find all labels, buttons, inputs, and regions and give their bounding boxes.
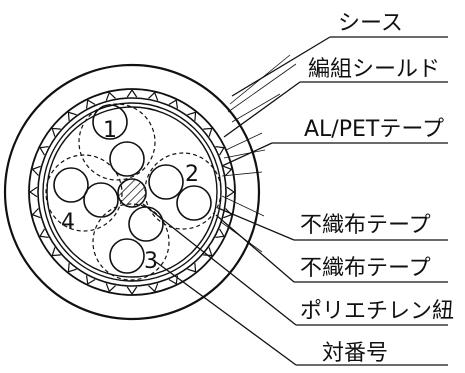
braid-mark	[223, 165, 233, 176]
leader-nonwoven-2	[215, 214, 295, 283]
cable-cross-section: 1 2 3 4	[3, 63, 261, 321]
braid-mark	[203, 127, 213, 137]
leader-pair-number	[155, 261, 297, 366]
fan-line	[223, 149, 266, 159]
fan-line	[221, 195, 265, 217]
braid-mark	[51, 127, 61, 137]
pair-number-1: 1	[103, 118, 117, 143]
leader-braided-shield	[223, 81, 301, 138]
fan-line	[220, 221, 263, 253]
nonwoven-tape-inner-ring	[46, 106, 218, 278]
conductor-2a	[148, 164, 184, 200]
braid-mark	[187, 263, 197, 273]
braid-mark	[215, 228, 225, 239]
braid-mark	[28, 186, 38, 198]
leader-nonwoven-1	[217, 207, 295, 241]
label-polyethylene-cord: ポリエチレン紐	[300, 299, 454, 324]
pair-number-3: 3	[144, 249, 158, 274]
fan-line	[225, 132, 263, 151]
fan-line	[221, 171, 263, 177]
fan-line	[229, 54, 291, 105]
leader-sheath	[231, 36, 331, 97]
braid-mark	[226, 186, 236, 198]
braid-mark	[31, 165, 41, 176]
label-nonwoven-tape-1: 不織布テープ	[300, 213, 431, 238]
conductor-4b	[83, 182, 119, 218]
label-braided-shield: 編組シールド	[308, 57, 440, 82]
pair-number-2: 2	[185, 162, 199, 187]
conductor-2b	[176, 185, 212, 221]
label-sheath: シース	[338, 11, 403, 36]
conductor-4a	[53, 167, 89, 203]
leader-polyethylene-cord	[142, 203, 297, 326]
braid-mark	[187, 111, 197, 121]
braid-mark	[67, 263, 77, 273]
braid-mark	[126, 88, 138, 98]
braid-mark	[31, 208, 41, 219]
braided-shield-layer	[28, 88, 236, 296]
conductor-3b	[128, 206, 164, 242]
conductor-1b	[109, 141, 145, 177]
pair-1-outline	[78, 103, 156, 181]
leader-lines	[142, 36, 448, 366]
braid-mark	[215, 145, 225, 156]
al-pet-tape-ring	[37, 97, 227, 287]
braid-mark	[223, 208, 233, 219]
sheath-outer-ring	[3, 63, 261, 321]
fan-line	[231, 93, 281, 123]
braid-mark	[148, 91, 159, 101]
leader-al-pet	[221, 142, 273, 167]
conductor-3a	[109, 238, 145, 274]
braid-mark	[126, 286, 138, 296]
pair-number-4: 4	[61, 210, 75, 235]
braid-mark	[39, 228, 49, 239]
fan-lines	[220, 54, 297, 253]
braid-mark	[168, 99, 179, 109]
pair-4-outline	[45, 154, 123, 232]
braid-mark	[148, 283, 159, 293]
label-pair-number: 対番号	[322, 341, 388, 366]
label-al-pet-tape: AL/PETテープ	[304, 117, 444, 142]
braid-mark	[85, 275, 96, 285]
braid-mark	[51, 247, 61, 257]
braid-mark	[203, 247, 213, 257]
braid-mark	[67, 111, 77, 121]
braid-mark	[105, 91, 116, 101]
conductor-1a	[92, 104, 128, 140]
braid-mark	[105, 283, 116, 293]
fan-line	[227, 63, 297, 113]
braid-mark	[39, 145, 49, 156]
label-nonwoven-tape-2: 不織布テープ	[300, 256, 431, 281]
braid-mark	[85, 99, 96, 109]
polyethylene-cord-center	[117, 178, 147, 208]
